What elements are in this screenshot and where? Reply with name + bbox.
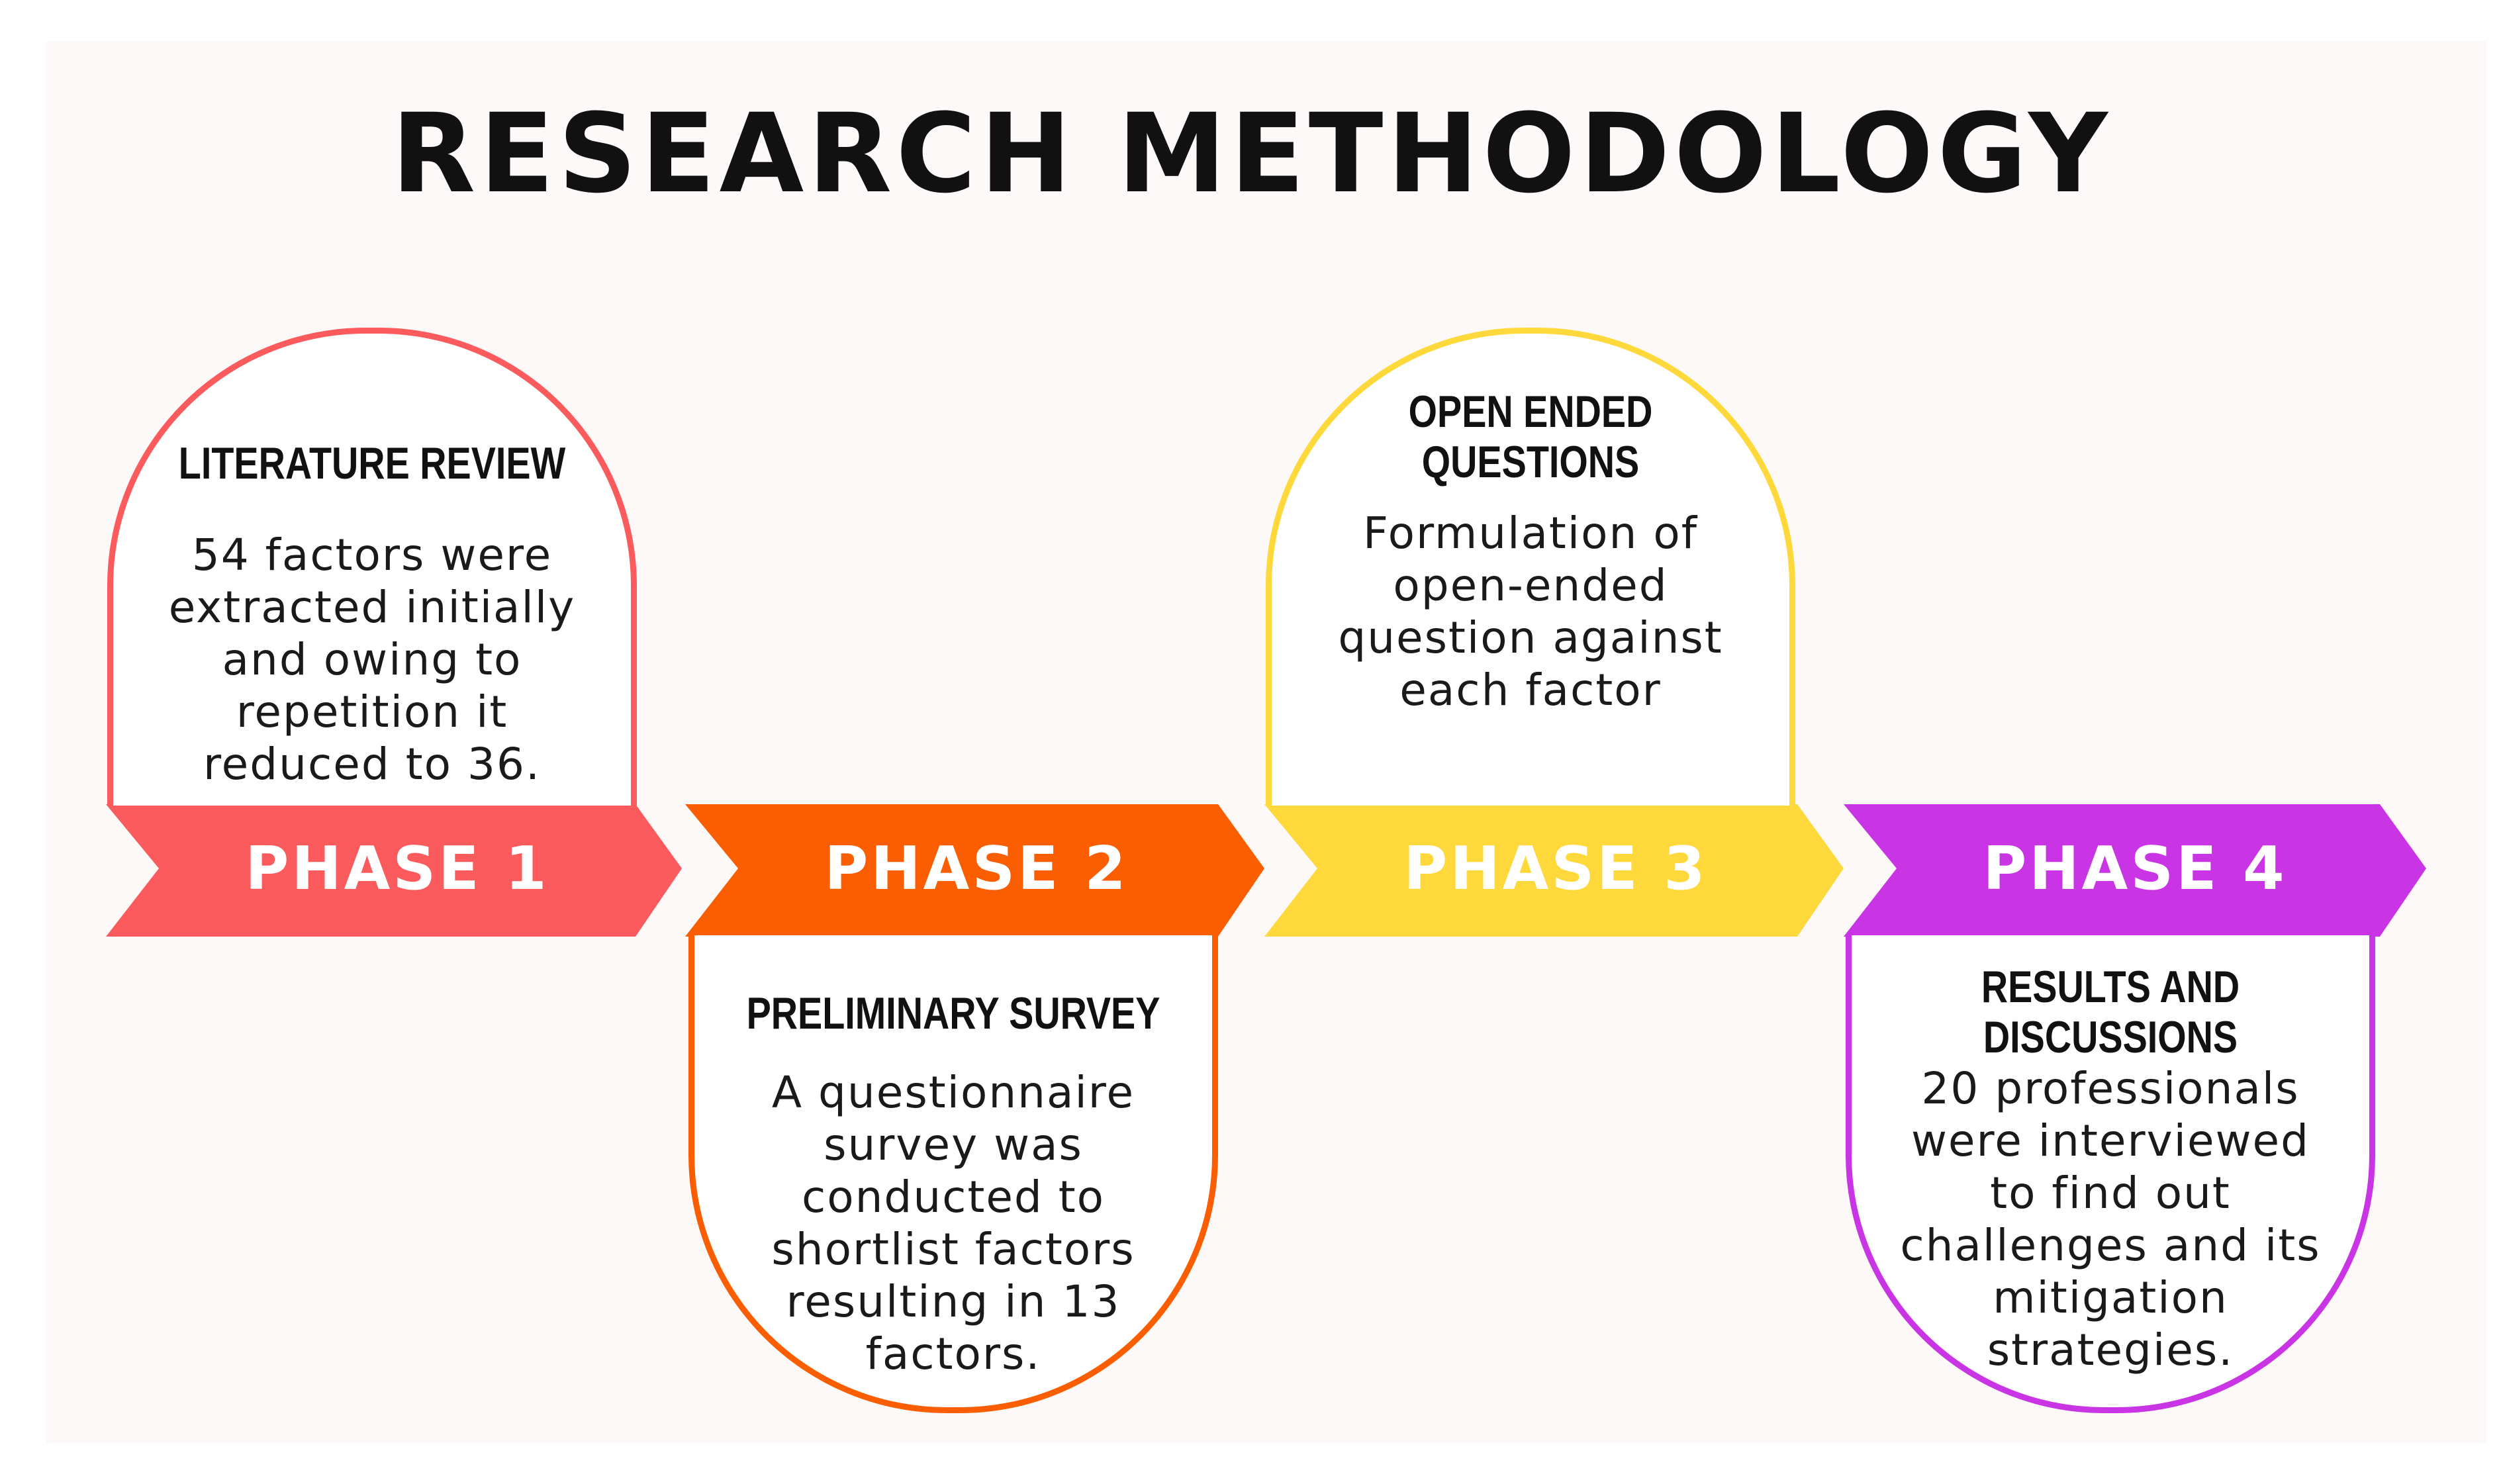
phase-1-heading: LITERATURE REVIEW (178, 438, 566, 488)
phase-4-card: RESULTS AND DISCUSSIONS 20 professionals… (1846, 935, 2375, 1413)
phase-4-arrow (1844, 804, 2426, 937)
diagram-title: RESEARCH METHODOLOGY (391, 90, 2112, 217)
phase-4-description: 20 professionals were interviewed to fin… (1900, 1063, 2321, 1375)
phase-2-card: PRELIMINARY SURVEY A questionnaire surve… (688, 935, 1218, 1413)
phase-3-card: OPEN ENDED QUESTIONS Formulation of open… (1266, 328, 1795, 806)
phase-1-card: LITERATURE REVIEW 54 factors were extrac… (107, 328, 637, 806)
phase-2-label: PHASE 2 (824, 834, 1129, 904)
phase-4-heading: RESULTS AND DISCUSSIONS (1981, 962, 2240, 1062)
phase-2-heading: PRELIMINARY SURVEY (746, 988, 1160, 1039)
phase-3-label: PHASE 3 (1403, 834, 1708, 904)
phase-3-heading: OPEN ENDED QUESTIONS (1408, 387, 1653, 487)
phase-1-label: PHASE 1 (245, 834, 549, 904)
phase-2-description: A questionnaire survey was conducted to … (771, 1067, 1135, 1379)
phase-2-arrow (685, 804, 1264, 937)
phase-1-description: 54 factors were extracted initially and … (168, 530, 576, 790)
phase-3-arrow (1264, 804, 1844, 937)
phase-3-description: Formulation of open-ended question again… (1338, 508, 1723, 716)
phase-4-label: PHASE 4 (1983, 834, 2287, 904)
phase-1-arrow (106, 804, 682, 937)
